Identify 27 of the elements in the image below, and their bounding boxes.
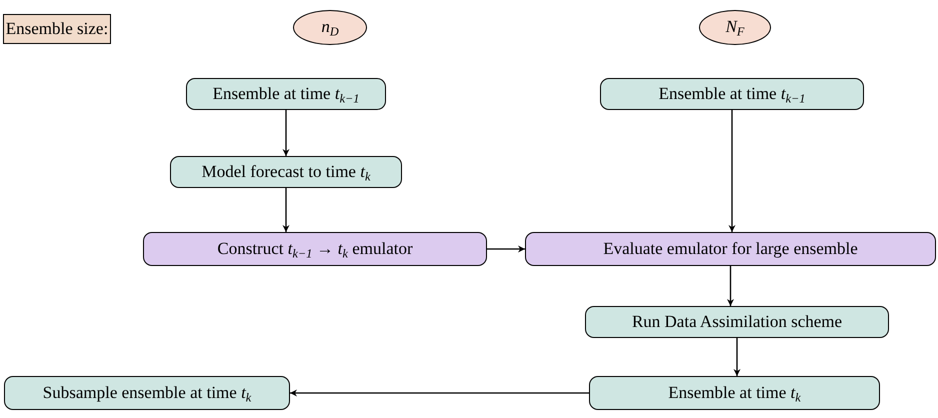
process-box <box>186 78 386 110</box>
process-box <box>143 232 487 266</box>
node-text: Subsample ensemble at time t$_{k}$ <box>42 384 252 402</box>
process-box <box>525 232 936 266</box>
arrow <box>728 110 736 232</box>
arrow <box>727 266 734 306</box>
arrow <box>282 110 290 156</box>
process-box <box>4 376 290 410</box>
process-box <box>170 156 402 188</box>
node-text: Model forecast to time t$_{k}$ <box>202 162 370 182</box>
arrow <box>290 390 589 396</box>
arrow <box>734 338 740 376</box>
node-text: n$_{D}$ <box>321 18 339 37</box>
arrow <box>282 188 290 232</box>
arrow <box>487 246 525 252</box>
node-text: Ensemble at time t$_{k−1}$ <box>658 84 806 104</box>
label-box <box>3 14 111 44</box>
node-text: Evaluate emulator for large ensemble <box>603 240 858 258</box>
node-text: Ensemble size: <box>6 20 108 38</box>
process-box <box>589 376 880 410</box>
node-text: Ensemble at time t$_{k}$ <box>668 384 801 402</box>
process-box <box>600 78 864 110</box>
node-text: Run Data Assimilation scheme <box>632 312 842 332</box>
node-text: Construct t$_{k−1}$ → t$_{k}$ emulator <box>217 240 413 258</box>
node-text: Ensemble at time t$_{k−1}$ <box>212 84 360 104</box>
process-box <box>585 306 889 338</box>
node-text: N$_{F}$ <box>726 18 744 37</box>
